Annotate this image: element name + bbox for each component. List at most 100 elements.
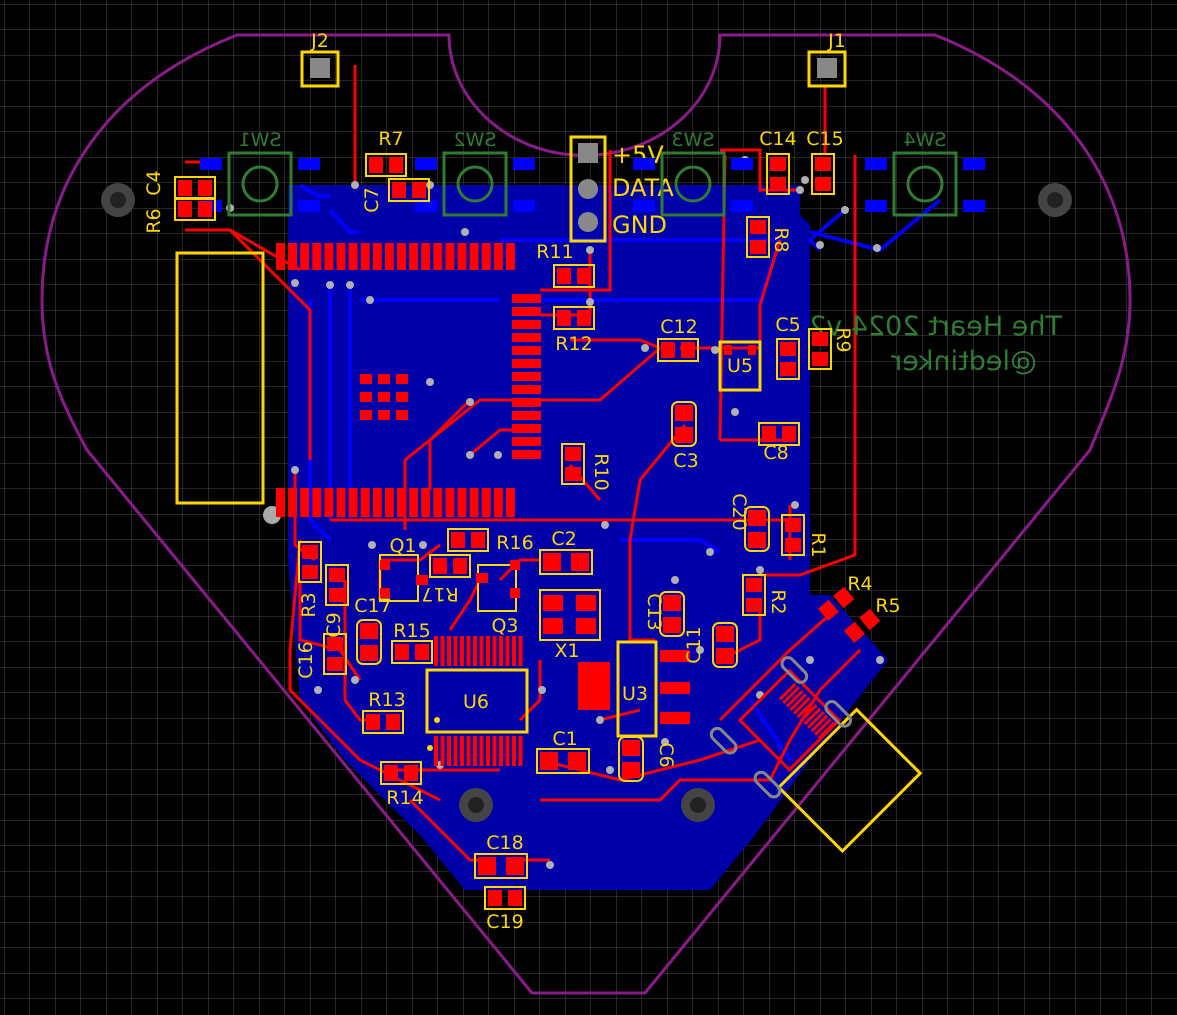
regulator-u3[interactable]: U3 [578,640,690,738]
part-c15[interactable] [811,153,835,195]
part-c11[interactable] [712,622,738,668]
board-title-line1: The Heart 2024 v2 [809,311,1063,342]
part-c12[interactable] [657,338,699,362]
label-c17: C17 [354,595,391,617]
label-c19: C19 [486,911,523,933]
label-r17: R17 [421,583,458,605]
part-r1[interactable] [781,514,805,556]
switch-sw1[interactable]: SW1 [200,129,320,217]
label-sw1: SW1 [239,129,282,151]
label-sw2: SW2 [454,129,497,151]
switch-sw3[interactable]: SW3 [633,129,753,217]
part-r12[interactable] [553,306,595,330]
transistor-q3[interactable]: Q3 [476,560,520,637]
transistor-q1[interactable]: Q1 [379,535,428,602]
label-c20: C20 [728,493,750,530]
label-q3: Q3 [491,615,518,637]
label-u6: U6 [463,691,489,713]
part-r15[interactable] [391,640,433,664]
part-c9[interactable] [325,564,349,606]
label-r14: R14 [386,787,423,809]
part-c2[interactable] [539,549,593,575]
part-c13[interactable] [659,591,685,637]
part-r5[interactable] [843,608,881,644]
part-c14[interactable] [766,153,790,195]
label-c5: C5 [775,314,800,336]
part-c17[interactable] [356,619,382,665]
part-r17[interactable] [429,554,471,578]
usb-connector[interactable] [709,648,923,859]
connector-j2[interactable]: J2 [300,30,340,88]
part-c8[interactable] [758,422,800,446]
part-r14[interactable] [380,761,422,785]
label-c3: C3 [673,450,698,472]
label-q1: Q1 [389,535,416,557]
board-title-line2: @ledtinker [890,346,1037,377]
part-c18[interactable] [474,853,528,879]
label-c14: C14 [759,128,796,150]
header-3pin[interactable]: +5V DATA GND [569,135,674,243]
part-r9[interactable] [808,328,832,370]
part-c1[interactable] [536,748,590,774]
label-j2: J2 [310,30,329,52]
part-c19[interactable] [484,886,526,910]
part-r8[interactable] [746,216,770,258]
label-c9: C9 [323,612,345,637]
part-r7[interactable] [365,153,407,177]
label-c15: C15 [806,128,843,150]
part-c5[interactable] [776,338,800,380]
label-c16: C16 [295,641,317,678]
label-x1: X1 [554,640,579,662]
part-r10[interactable] [561,443,585,485]
label-sw3: SW3 [672,129,715,151]
part-r11[interactable] [553,264,595,288]
label-c4: C4 [143,170,165,195]
battery-footprint [175,251,265,505]
label-c11: C11 [683,626,705,663]
part-r2[interactable] [742,574,766,616]
crystal-x1[interactable]: X1 [539,589,601,662]
label-c18: C18 [486,832,523,854]
board-outline [40,33,1132,995]
label-j1: J1 [827,30,846,52]
label-r12: R12 [555,333,592,355]
label-c7: C7 [361,187,383,212]
label-r5: R5 [875,595,900,617]
connector-j1[interactable]: J1 [807,30,847,88]
label-r10: R10 [590,453,612,490]
switch-sw2[interactable]: SW2 [415,129,535,217]
ic-u5[interactable]: U5 [718,340,762,392]
label-u5: U5 [727,355,753,377]
passive-components[interactable] [174,153,881,910]
board-title: The Heart 2024 v2 @ledtinker [809,311,1063,377]
label-r8: R8 [770,227,792,252]
label-r4: R4 [847,573,872,595]
label-r6: R6 [143,208,165,233]
switch-sw4[interactable]: SW4 [865,129,985,217]
mcu-module[interactable] [276,243,541,517]
label-r13: R13 [368,689,405,711]
header-label-gnd: GND [612,211,667,239]
label-r3: R3 [298,592,320,617]
part-c20[interactable] [744,506,770,552]
label-r1: R1 [807,532,829,557]
copper-pour [288,185,888,890]
label-u3: U3 [622,683,648,705]
part-c7[interactable] [388,178,430,202]
label-c6: C6 [655,742,677,767]
label-c2: C2 [551,528,576,550]
part-c3[interactable] [671,401,697,447]
mounting-holes [101,183,1072,822]
part-r3[interactable] [298,541,322,583]
part-r6[interactable] [174,197,216,221]
ic-u6[interactable]: U6 [425,636,529,766]
part-r16[interactable] [447,528,489,552]
label-c1: C1 [552,728,577,750]
label-c13: C13 [643,593,665,630]
part-c16[interactable] [323,633,347,675]
label-r2: R2 [767,589,789,614]
part-r13[interactable] [362,710,404,734]
part-r4[interactable] [817,586,855,622]
